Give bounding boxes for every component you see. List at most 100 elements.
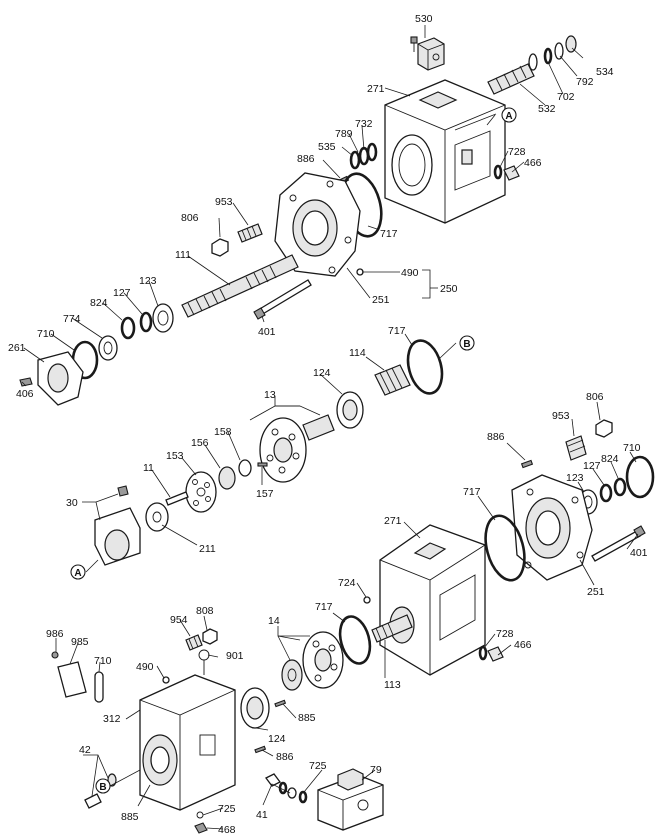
part-113-drive-shaft (371, 614, 413, 643)
part-401-bolt-top (253, 279, 312, 320)
label-535: 535 (318, 141, 336, 153)
label-401-top: 401 (258, 326, 276, 338)
part-14-rotary-group (281, 631, 344, 691)
label-985: 985 (71, 636, 89, 648)
part-271-housing-top (384, 79, 506, 224)
label-14: 14 (268, 615, 280, 627)
label-127-right: 127 (583, 460, 601, 472)
label-986: 986 (46, 628, 64, 640)
part-13-rotary-group (259, 414, 335, 483)
part-153-retainer (185, 471, 217, 513)
part-806-nut-right (595, 419, 613, 438)
part-774-seal (98, 335, 118, 361)
label-123-top: 123 (139, 275, 157, 287)
label-717-right: 717 (463, 486, 481, 498)
label-11: 11 (143, 462, 154, 474)
label-953-right: 953 (552, 410, 570, 422)
label-124-bottom: 124 (268, 733, 286, 745)
part-986-screw (51, 651, 59, 659)
part-124-bearing-bottom (240, 687, 270, 729)
label-724: 724 (338, 577, 356, 589)
part-271-housing-mid (379, 524, 486, 676)
label-490-bottom: 490 (136, 661, 154, 673)
label-886-right: 886 (487, 431, 505, 443)
part-532-valve-shaft (487, 35, 577, 95)
label-251-right: 251 (587, 586, 605, 598)
label-113: 113 (384, 679, 401, 691)
label-251-top: 251 (372, 294, 390, 306)
part-985-plate (57, 661, 87, 698)
label-710-bottom: 710 (94, 655, 112, 667)
label-466-mid: 466 (514, 639, 532, 651)
label-211: 211 (199, 543, 216, 555)
label-901: 901 (226, 650, 244, 662)
leader-lines (21, 25, 639, 830)
callout-a-left: A (70, 564, 86, 580)
part-312-valve-block (139, 674, 236, 811)
part-901-eyebolt (198, 649, 210, 675)
label-468: 468 (218, 824, 236, 836)
part-824-snapring-top (120, 316, 136, 340)
label-953-top: 953 (215, 196, 233, 208)
part-406-screw (19, 377, 33, 387)
label-312: 312 (103, 713, 121, 725)
part-717-oring-mid (406, 339, 444, 395)
label-717-top: 717 (380, 228, 398, 240)
part-211-shoe-plate (145, 502, 169, 532)
part-number-labels: 530 534 792 702 532 271 732 789 535 728 … (8, 13, 648, 836)
part-114-coupling (374, 364, 411, 396)
part-468-plug (194, 822, 208, 834)
label-717-mid: 717 (388, 325, 406, 337)
label-886-top: 886 (297, 153, 315, 165)
label-824-right: 824 (601, 453, 619, 465)
label-532: 532 (538, 103, 556, 115)
label-725-bottom: 725 (218, 803, 236, 815)
part-824-snapring-right (613, 477, 627, 497)
part-41-plug-set (265, 773, 297, 799)
label-490-top: 490 (401, 267, 419, 279)
part-127-ring-top (139, 311, 153, 333)
part-885-pin (274, 699, 287, 708)
label-271-top: 271 (367, 83, 385, 95)
label-717-bottom: 717 (315, 601, 333, 613)
label-42: 42 (79, 744, 91, 756)
label-271-mid: 271 (384, 515, 402, 527)
label-728-mid: 728 (496, 628, 514, 640)
label-261: 261 (8, 342, 26, 354)
label-406: 406 (16, 388, 34, 400)
label-123-right: 123 (566, 472, 584, 484)
part-710-oring-bottom (94, 671, 104, 703)
part-710-oring-right (625, 455, 655, 499)
part-717-oring-right (484, 514, 526, 582)
part-724-plug (363, 596, 371, 604)
label-111: 111 (175, 249, 191, 261)
part-725-oring-b (196, 811, 204, 819)
label-156: 156 (191, 437, 209, 449)
part-953-806-adjuster (211, 223, 263, 257)
label-41: 41 (256, 809, 268, 821)
svg-text:B: B (99, 782, 106, 793)
part-156-bush (218, 466, 236, 490)
label-13: 13 (264, 389, 276, 401)
callout-b-bottom: B (95, 778, 111, 794)
part-717-oring-bottom (338, 615, 372, 665)
label-885-left: 885 (121, 811, 139, 823)
part-11-piston (165, 491, 189, 506)
label-401-right: 401 (630, 547, 648, 559)
part-954-808-adjuster (185, 628, 218, 651)
label-824-top: 824 (90, 297, 108, 309)
part-251-cover-right (511, 474, 593, 581)
part-79-regulator (317, 768, 384, 831)
label-725-top: 725 (309, 760, 327, 772)
label-466-top: 466 (524, 157, 542, 169)
label-124-mid: 124 (313, 367, 331, 379)
label-728-top: 728 (508, 146, 526, 158)
label-158: 158 (214, 426, 232, 438)
label-157: 157 (256, 488, 274, 500)
part-111-drive-shaft (181, 254, 299, 318)
label-789: 789 (335, 128, 353, 140)
svg-text:A: A (74, 568, 81, 579)
label-530: 530 (415, 13, 433, 25)
label-710-top: 710 (37, 328, 55, 340)
label-885-right: 885 (298, 712, 316, 724)
